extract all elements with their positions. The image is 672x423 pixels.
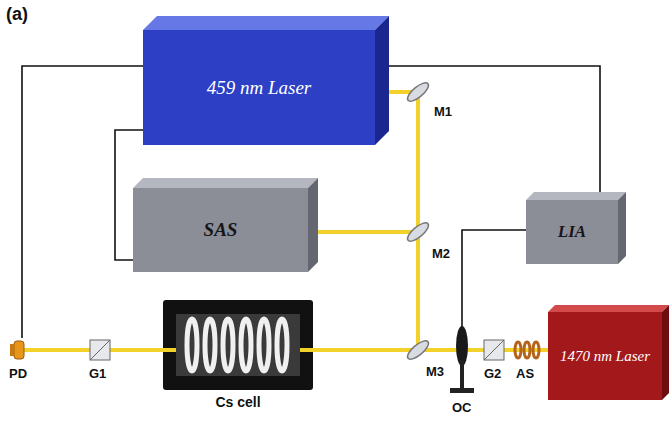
box-top-face bbox=[548, 305, 669, 312]
box-front-face bbox=[548, 312, 662, 400]
signal-wire bbox=[462, 230, 526, 334]
cs-cell: Cs cell bbox=[163, 300, 313, 390]
panel-label: (a) bbox=[6, 4, 28, 25]
sas-box: SAS bbox=[133, 188, 308, 272]
node-text: SAS bbox=[204, 219, 238, 241]
box-side-face bbox=[662, 305, 669, 400]
signal-wire bbox=[115, 130, 143, 260]
laser-box: 459 nm Laser bbox=[143, 30, 375, 145]
laser-box: 1470 nm Laser bbox=[548, 312, 662, 400]
box-top-face bbox=[526, 192, 626, 200]
box-front-face bbox=[143, 30, 375, 145]
part-label: M3 bbox=[426, 364, 444, 379]
optical-chopper bbox=[450, 326, 474, 393]
node-text: LIA bbox=[558, 222, 586, 242]
box-side-face bbox=[375, 16, 389, 145]
part-label: G2 bbox=[484, 366, 501, 381]
part-label: M2 bbox=[432, 246, 450, 261]
part-label: M1 bbox=[434, 104, 452, 119]
box-top-face bbox=[133, 178, 318, 188]
box-top-face bbox=[143, 16, 389, 30]
part-label: G1 bbox=[89, 366, 106, 381]
photodiode bbox=[10, 341, 24, 359]
part-label: AS bbox=[516, 366, 534, 381]
cs-cell-body bbox=[163, 300, 313, 390]
box-side-face bbox=[308, 178, 318, 272]
part-label: PD bbox=[9, 366, 27, 381]
node-text: Cs cell bbox=[215, 394, 260, 410]
attenuator bbox=[515, 342, 539, 358]
box-front-face bbox=[526, 200, 618, 264]
box-front-face bbox=[133, 188, 308, 272]
box-side-face bbox=[618, 192, 626, 264]
node-text: 459 nm Laser bbox=[207, 77, 312, 99]
node-text: 1470 nm Laser bbox=[560, 348, 650, 365]
mirror bbox=[405, 80, 431, 362]
part-label: OC bbox=[452, 400, 472, 415]
lockin-box: LIA bbox=[526, 200, 618, 264]
